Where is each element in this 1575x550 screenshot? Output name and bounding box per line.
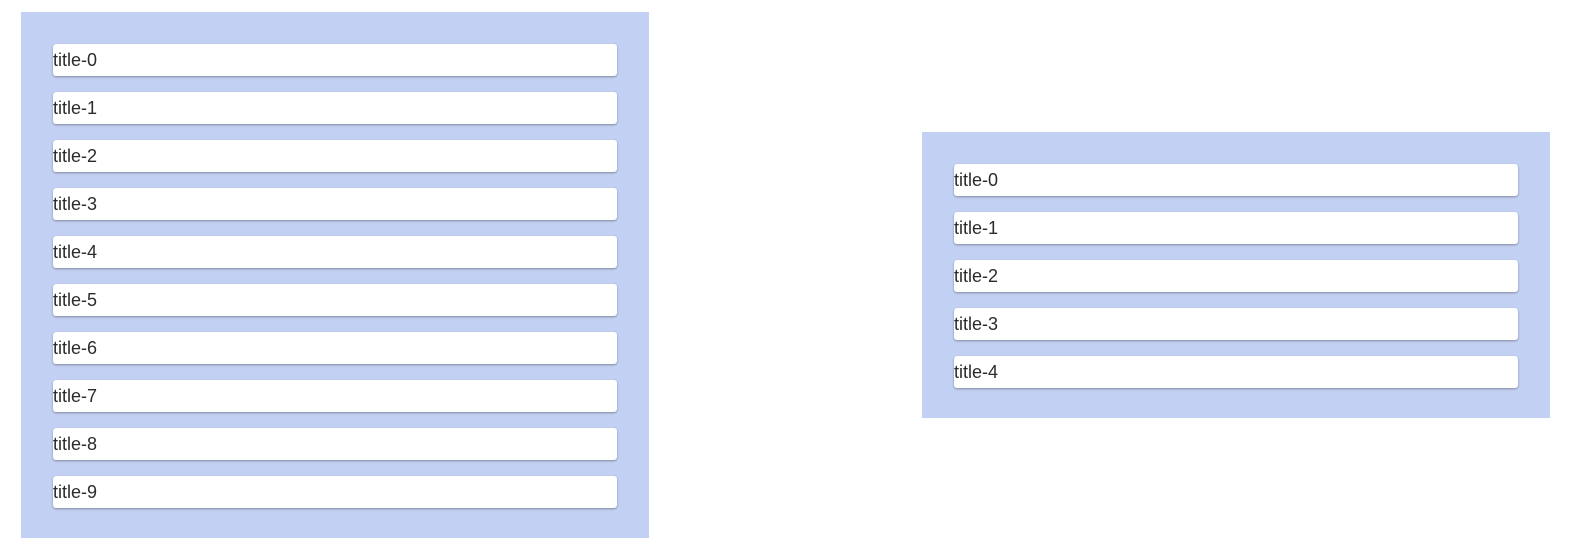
item-title: title-4 <box>53 242 98 262</box>
list-item[interactable]: title-0 <box>954 164 1518 196</box>
list-item[interactable]: title-6 <box>53 332 617 364</box>
list-item[interactable]: title-1 <box>53 92 617 124</box>
item-title: title-0 <box>53 50 98 70</box>
item-title: title-1 <box>53 98 98 118</box>
list-item[interactable]: title-1 <box>954 212 1518 244</box>
list-item[interactable]: title-2 <box>53 140 617 172</box>
list-item[interactable]: title-4 <box>954 356 1518 388</box>
left-list-panel: title-0 title-1 title-2 title-3 title-4 … <box>21 12 649 538</box>
item-title: title-6 <box>53 338 98 358</box>
list-item[interactable]: title-8 <box>53 428 617 460</box>
item-title: title-1 <box>954 218 999 238</box>
list-item[interactable]: title-5 <box>53 284 617 316</box>
list-item[interactable]: title-3 <box>954 308 1518 340</box>
list-item[interactable]: title-2 <box>954 260 1518 292</box>
list-item[interactable]: title-7 <box>53 380 617 412</box>
item-title: title-8 <box>53 434 98 454</box>
item-title: title-0 <box>954 170 999 190</box>
list-item[interactable]: title-4 <box>53 236 617 268</box>
right-list-panel: title-0 title-1 title-2 title-3 title-4 <box>922 132 1550 418</box>
list-item[interactable]: title-3 <box>53 188 617 220</box>
item-title: title-5 <box>53 290 98 310</box>
item-title: title-3 <box>954 314 999 334</box>
item-title: title-2 <box>954 266 999 286</box>
item-title: title-7 <box>53 386 98 406</box>
item-title: title-4 <box>954 362 999 382</box>
list-item[interactable]: title-9 <box>53 476 617 508</box>
item-title: title-2 <box>53 146 98 166</box>
item-title: title-3 <box>53 194 98 214</box>
list-item[interactable]: title-0 <box>53 44 617 76</box>
item-title: title-9 <box>53 482 98 502</box>
